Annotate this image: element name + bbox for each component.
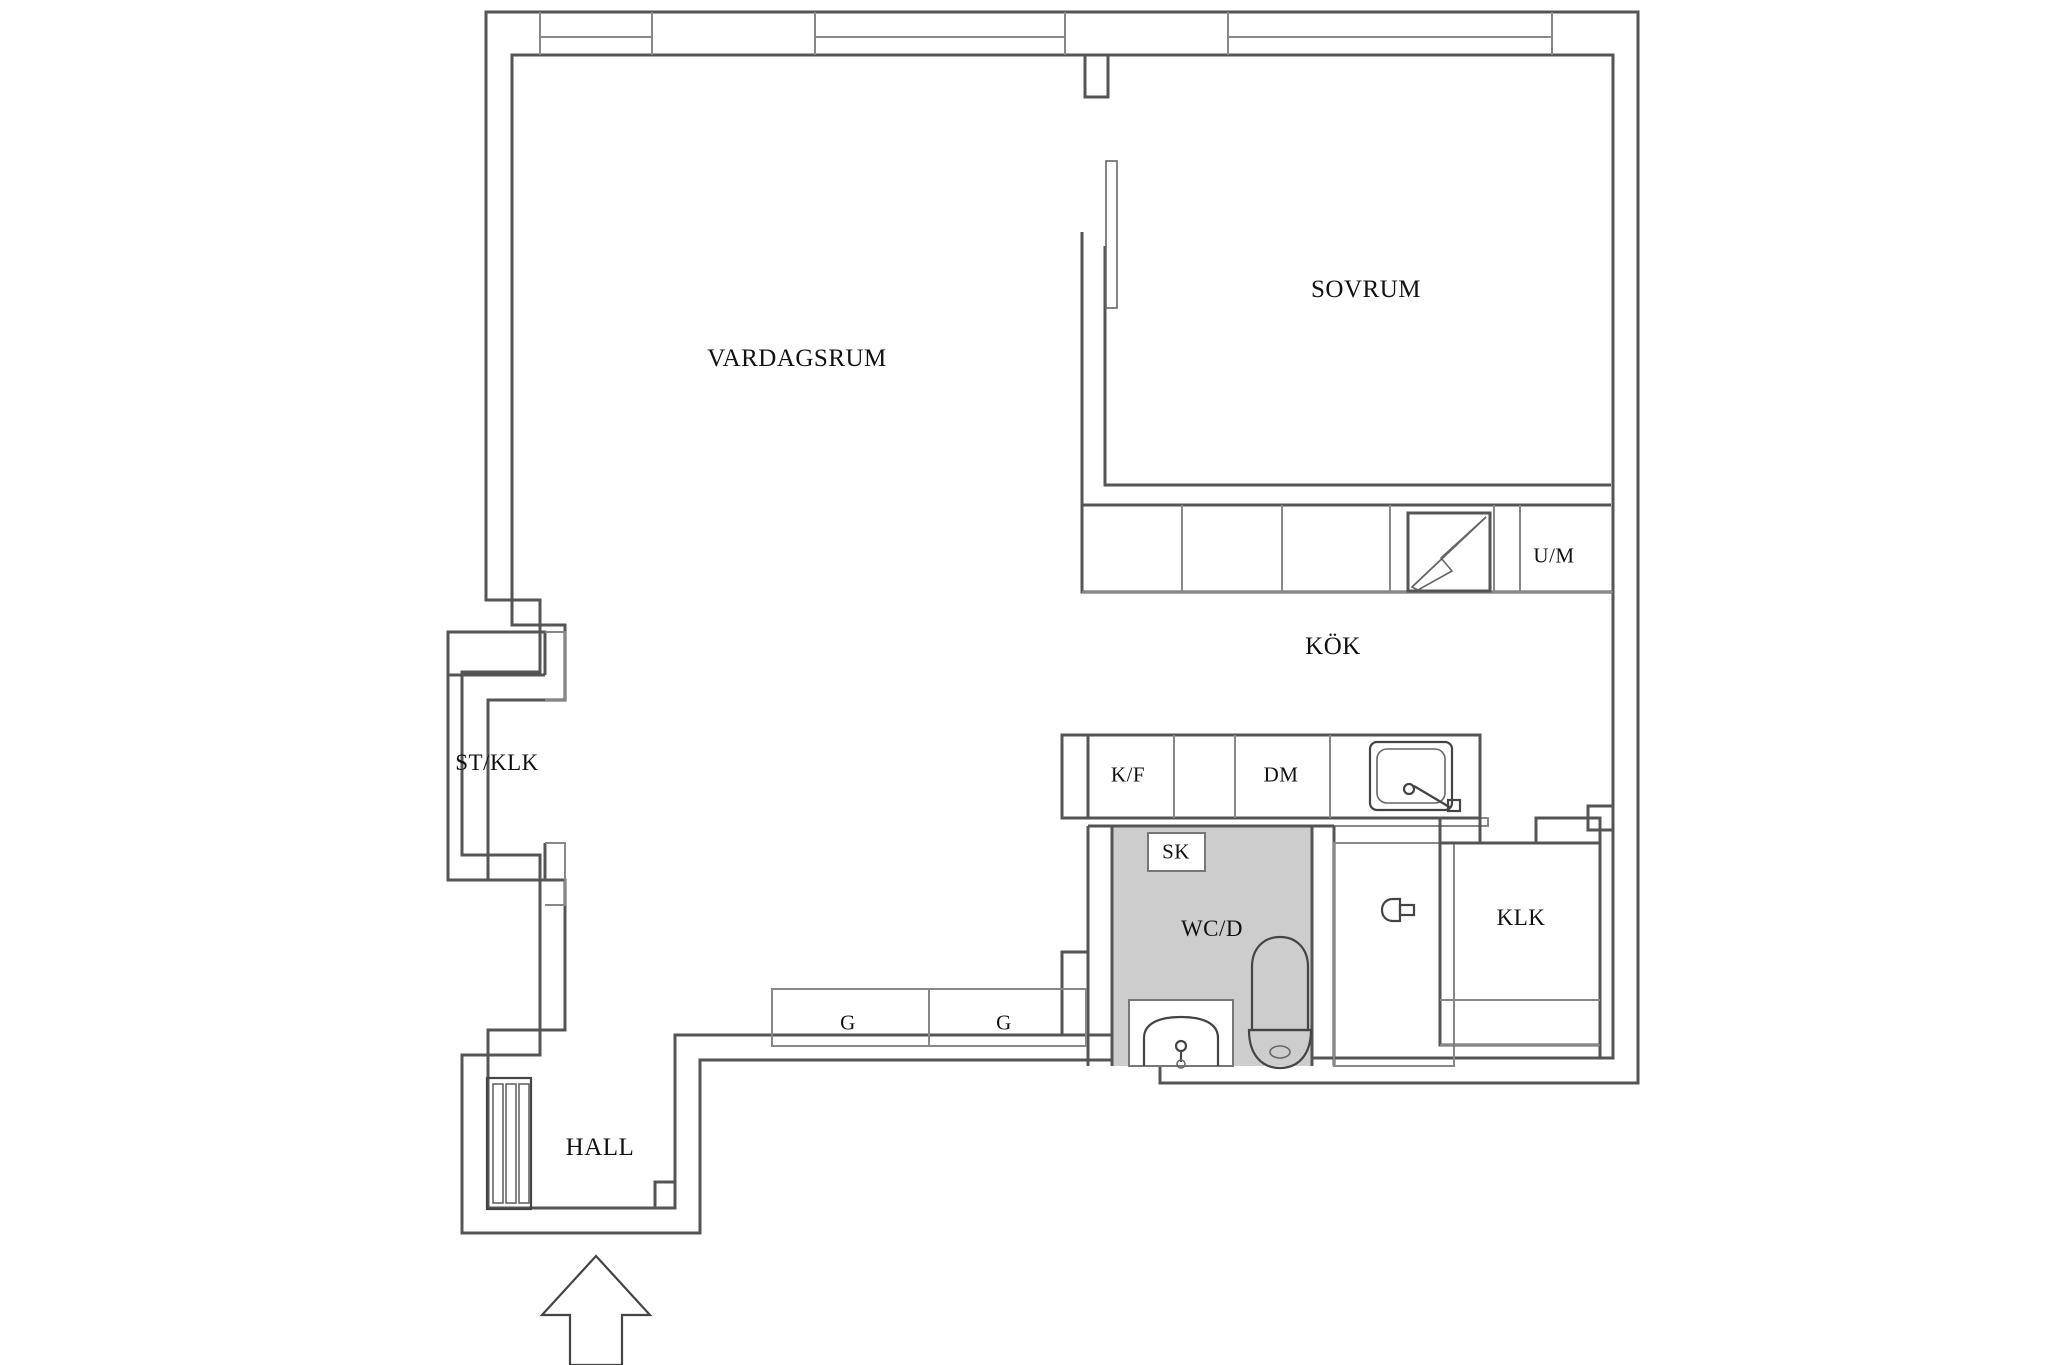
fixture-label-u-m: U/M [1533,543,1575,568]
sk-cabinet [1147,832,1206,872]
room-label-vardagsrum: VARDAGSRUM [707,345,887,372]
washbasin-icon [1128,999,1234,1069]
door-handle-icon [1380,897,1416,923]
living-room-partition [675,733,1090,1066]
hall-wardrobes [771,988,1087,1047]
kitchen-upper-counter-row [1080,505,1613,594]
fixture-label-k-f: K/F [1110,762,1146,787]
stove-hotplate-icon [1410,516,1487,591]
room-label-klk: KLK [1496,905,1546,930]
toilet-icon [1247,935,1313,1070]
st-klk-closet [446,630,566,906]
wc-door-panel[interactable] [1333,842,1455,1067]
entrance-arrow-icon [539,1254,653,1365]
wall-pier-stub [1083,55,1110,99]
room-label-hall: HALL [565,1134,635,1161]
top-wall-windows [539,12,1553,55]
room-label-wc-d: WC/D [1180,916,1244,941]
fixture-label-sk: SK [1162,839,1190,864]
room-label-sovrum: SOVRUM [1311,276,1421,303]
kitchen-sink-icon [1368,740,1462,813]
fixture-label-g-left: G [840,1010,856,1035]
right-wall-notches [1586,804,1613,832]
hall-door-notches [653,1180,675,1210]
fixture-label-dm: DM [1263,762,1299,787]
bedroom-partition-walls [1080,160,1611,507]
fixture-label-g-right: G [996,1010,1012,1035]
room-label-kok: KÖK [1305,633,1361,660]
klk-closet [1438,816,1602,1058]
radiator-icon [485,1076,533,1211]
room-label-st-klk: ST/KLK [455,750,539,775]
exterior-wall-outline [460,10,1640,1235]
